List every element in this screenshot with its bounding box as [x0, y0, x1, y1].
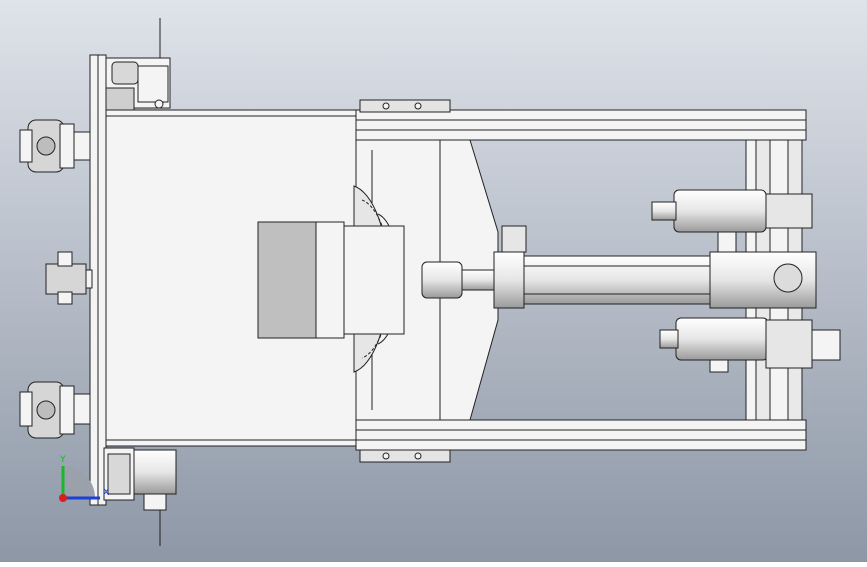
valve-middle-left — [45, 251, 93, 305]
coordinate-triad: Y X — [59, 455, 109, 502]
bottom-bracket — [103, 447, 177, 546]
triad-y-label: Y — [59, 455, 66, 465]
valve-top-left — [19, 119, 91, 173]
triad-quadrant — [63, 466, 95, 498]
triad-z-axis — [59, 494, 67, 502]
motor-block — [257, 221, 405, 339]
triad-x-label: X — [103, 488, 109, 498]
valve-bottom-left — [19, 381, 91, 439]
lower-cylinder — [659, 317, 841, 373]
top-bracket — [105, 18, 171, 111]
top-rail — [355, 99, 807, 141]
upper-cylinder — [651, 189, 813, 253]
bottom-rail — [355, 419, 807, 463]
